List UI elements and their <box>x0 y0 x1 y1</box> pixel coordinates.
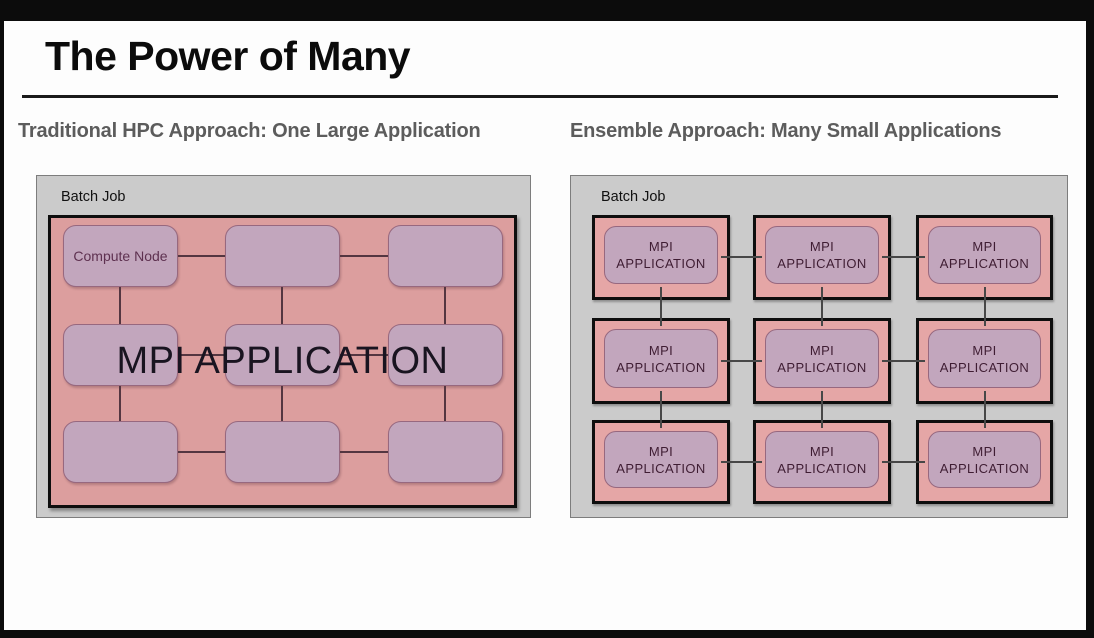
mpi-app-label: MPI APPLICATION <box>616 342 706 375</box>
connector-line <box>882 256 925 258</box>
mpi-app-label: MPI APPLICATION <box>616 443 706 476</box>
compute-node <box>63 324 178 386</box>
right-section-heading: Ensemble Approach: Many Small Applicatio… <box>570 120 1002 142</box>
traditional-hpc-diagram: Batch Job Compute Node <box>36 175 531 518</box>
left-section-heading: Traditional HPC Approach: One Large Appl… <box>18 120 481 142</box>
compute-node <box>225 324 340 386</box>
mpi-app-box: MPI APPLICATION <box>765 329 879 388</box>
compute-node: Compute Node <box>63 225 178 287</box>
mpi-app-box: MPI APPLICATION <box>604 226 718 284</box>
mpi-app-label: MPI APPLICATION <box>777 443 867 476</box>
mpi-app-box: MPI APPLICATION <box>765 226 879 284</box>
connector-line <box>444 287 446 324</box>
mpi-app-box: MPI APPLICATION <box>928 329 1041 388</box>
mpi-app-label: MPI APPLICATION <box>777 239 867 271</box>
ensemble-diagram: Batch Job MPI APPLICATION <box>570 175 1068 518</box>
compute-node <box>225 225 340 287</box>
connector-line <box>821 287 823 326</box>
connector-line <box>721 360 762 362</box>
compute-node <box>388 324 503 386</box>
connector-line <box>178 451 225 453</box>
compute-node-label: Compute Node <box>73 248 168 264</box>
slide: The Power of Many Traditional HPC Approa… <box>4 21 1086 630</box>
mpi-app-cell: MPI APPLICATION <box>753 318 891 404</box>
connector-line <box>281 287 283 324</box>
mpi-app-box: MPI APPLICATION <box>765 431 879 488</box>
compute-node <box>225 421 340 483</box>
mpi-app-label: MPI APPLICATION <box>616 239 706 271</box>
mpi-app-box: MPI APPLICATION <box>604 329 718 388</box>
mpi-app-label: MPI APPLICATION <box>939 443 1030 476</box>
mpi-app-label: MPI APPLICATION <box>777 342 867 375</box>
connector-line <box>178 354 225 356</box>
connector-line <box>821 391 823 428</box>
slide-title: The Power of Many <box>45 33 411 79</box>
compute-node <box>388 421 503 483</box>
compute-node <box>63 421 178 483</box>
connector-line <box>721 461 762 463</box>
connector-line <box>281 386 283 421</box>
connector-line <box>340 255 388 257</box>
connector-line <box>119 386 121 421</box>
connector-line <box>340 451 388 453</box>
mpi-app-box: MPI APPLICATION <box>604 431 718 488</box>
connector-line <box>119 287 121 324</box>
title-divider <box>22 95 1058 98</box>
mpi-app-cell: MPI APPLICATION <box>916 420 1053 504</box>
mpi-job-boundary: Compute Node MPI APPLICATION <box>48 215 517 508</box>
mpi-app-cell: MPI APPLICATION <box>753 420 891 504</box>
connector-line <box>444 386 446 421</box>
connector-line <box>984 287 986 326</box>
mpi-app-label: MPI APPLICATION <box>939 342 1030 375</box>
batch-job-label-left: Batch Job <box>61 189 126 205</box>
connector-line <box>882 461 925 463</box>
connector-line <box>660 391 662 428</box>
connector-line <box>984 391 986 428</box>
mpi-app-cell: MPI APPLICATION <box>592 420 730 504</box>
mpi-application-label: MPI APPLICATION <box>116 340 449 382</box>
connector-line <box>721 256 762 258</box>
connector-line <box>660 287 662 326</box>
mpi-app-label: MPI APPLICATION <box>939 239 1030 271</box>
batch-job-label-right: Batch Job <box>601 189 666 205</box>
connector-line <box>340 354 388 356</box>
connector-line <box>882 360 925 362</box>
compute-node <box>388 225 503 287</box>
mpi-app-cell: MPI APPLICATION <box>592 215 730 300</box>
mpi-app-box: MPI APPLICATION <box>928 431 1041 488</box>
mpi-app-box: MPI APPLICATION <box>928 226 1041 284</box>
connector-line <box>178 255 225 257</box>
